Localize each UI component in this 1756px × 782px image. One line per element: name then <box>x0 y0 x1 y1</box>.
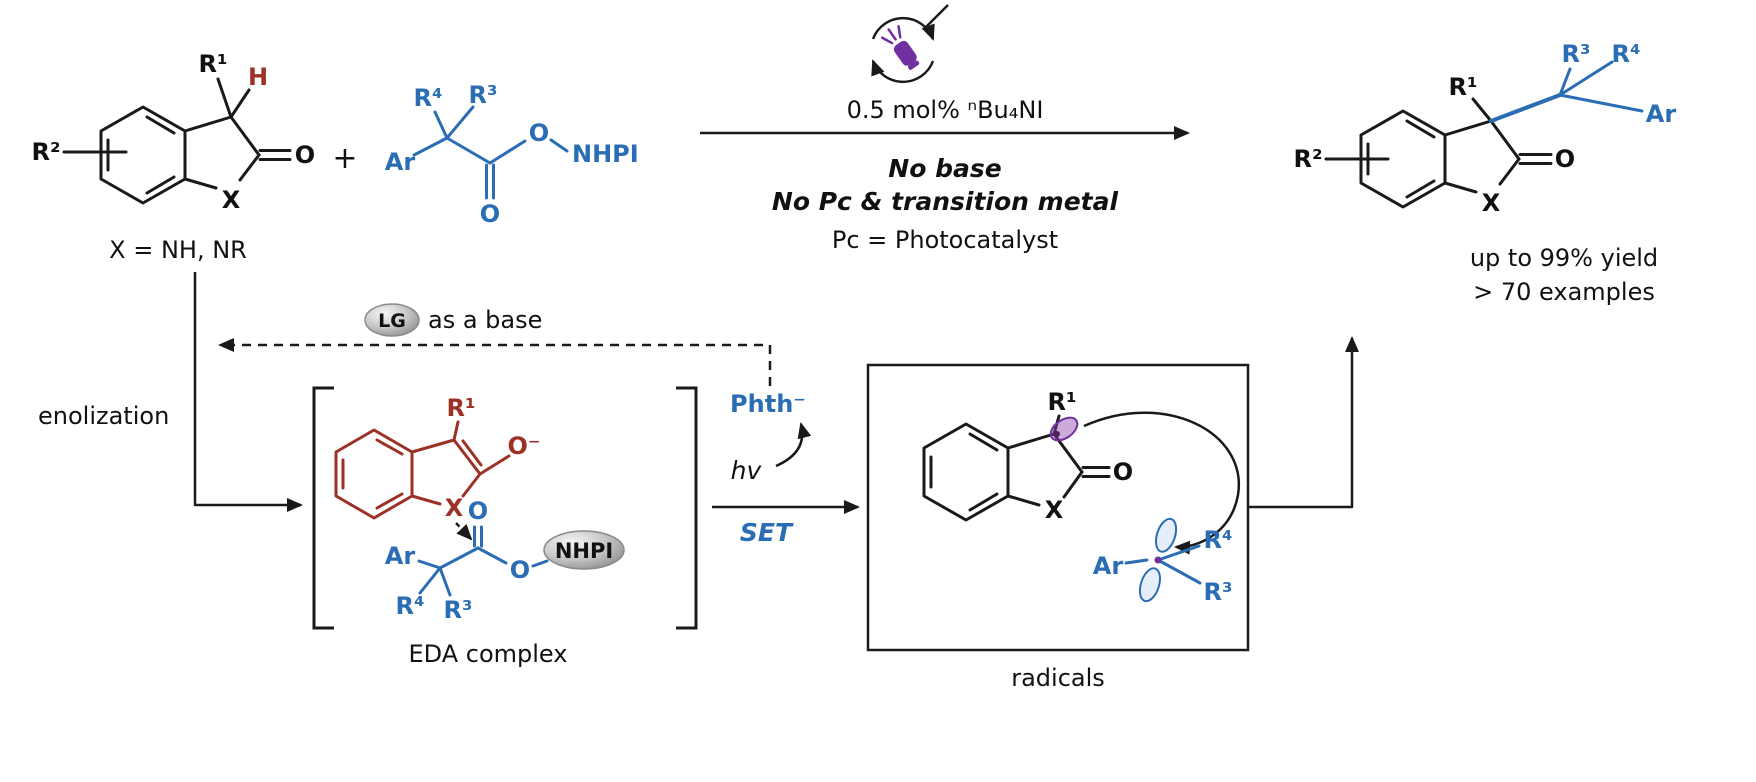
no-base-note: No base <box>888 154 1001 183</box>
right-bracket <box>676 386 698 630</box>
pc-definition: Pc = Photocatalyst <box>832 226 1058 254</box>
reactant2-r3-label: R³ <box>469 81 498 109</box>
reactant2-nhpi-label: NHPI <box>572 140 639 168</box>
eda-enolate: R¹ O⁻ X <box>334 394 541 522</box>
reactant1-o-label: O <box>295 141 315 169</box>
eda-o-minus-label: O⁻ <box>507 432 540 460</box>
no-pc-note: No Pc & transition metal <box>772 187 1119 216</box>
product-r3-label: R³ <box>1562 40 1591 68</box>
to-product-arrow <box>1248 336 1359 509</box>
product-r4-label: R⁴ <box>1612 40 1641 68</box>
phth-anion-label: Phth⁻ <box>730 390 806 418</box>
reactant2-r4-label: R⁴ <box>414 84 443 112</box>
enolization-arrow <box>193 272 303 512</box>
product-x-label: X <box>1482 189 1501 217</box>
eda-nhpi-label: NHPI <box>555 539 613 563</box>
radical-ar-label: Ar <box>1093 552 1124 580</box>
oxindole-radical: R¹ X O <box>922 388 1133 524</box>
reactant1-h-label: H <box>248 63 268 91</box>
recycle-arrow-top-icon <box>871 16 935 41</box>
eda-ar-label: Ar <box>385 542 416 570</box>
product-ar-label: Ar <box>1646 100 1677 128</box>
reactant2-ester-o-label: O <box>529 119 549 147</box>
c3-radical-electron-dot <box>1054 431 1060 437</box>
reaction-conditions: 0.5 mol% ⁿBu₄NI No base No Pc & transiti… <box>700 4 1190 254</box>
product-new-cc-bond <box>1489 93 1562 123</box>
lg-caption: as a base <box>428 306 542 334</box>
examples-text: > 70 examples <box>1473 278 1655 306</box>
catalyst-loading: 0.5 mol% ⁿBu₄NI <box>847 96 1044 124</box>
eda-benzene-ring <box>334 428 414 520</box>
reactant1-r1-label: R¹ <box>199 50 228 78</box>
radical-o-label: O <box>1113 458 1133 486</box>
radical-r4-label: R⁴ <box>1204 526 1233 554</box>
reactant2-ar-label: Ar <box>385 148 416 176</box>
set-label: SET <box>740 518 794 547</box>
enolization-step: enolization <box>38 272 303 512</box>
reactant1-x-label: X <box>222 186 241 214</box>
product-r2-label: R² <box>1294 145 1323 173</box>
reactant1-oxindole: R¹ H R² X O X = NH, NR <box>32 50 316 264</box>
reactant1-r2-label: R² <box>32 138 61 166</box>
radicals-panel: R¹ X O Ar R⁴ R³ radicals <box>866 363 1250 692</box>
lg-return-step: LG as a base <box>218 303 772 386</box>
left-bracket <box>312 386 334 630</box>
product-oxindole: R¹ R² R³ R⁴ Ar X O up to 99% yield > 70 … <box>1294 40 1677 306</box>
photocatalysis-icon <box>871 4 949 84</box>
eda-ester-o-label: O <box>510 556 530 584</box>
reactant2-nhpi-ester: R⁴ R³ Ar O O NHPI <box>385 81 639 228</box>
led-lamp-icon <box>880 24 920 70</box>
plus-sign: + <box>332 141 357 176</box>
radical-benzene-ring <box>922 422 1010 522</box>
yield-text: up to 99% yield <box>1470 244 1658 272</box>
enolization-label: enolization <box>38 402 169 430</box>
product-o-label: O <box>1555 145 1575 173</box>
lg-return-dashed-arrow <box>218 338 772 386</box>
eda-r1-label: R¹ <box>447 394 476 422</box>
radical-coupling-curved-arrow <box>1083 411 1241 555</box>
radical-x-label: X <box>1045 496 1064 524</box>
reactant1-x-definition: X = NH, NR <box>109 236 247 264</box>
recycle-arrow-bottom-icon <box>871 59 935 84</box>
set-step: Phth⁻ hv SET <box>712 390 860 547</box>
lamp-wire-line <box>925 4 949 28</box>
radical-r1-label: R¹ <box>1048 388 1077 416</box>
product-r1-label: R¹ <box>1449 73 1478 101</box>
benzylic-radical-electron-dot <box>1154 556 1162 564</box>
hv-label: hv <box>731 456 763 485</box>
lg-label: LG <box>378 310 406 332</box>
c3-radical-orbital-icon <box>1049 416 1079 442</box>
p-orbital-icon <box>1138 517 1178 603</box>
benzylic-radical: Ar R⁴ R³ <box>1093 517 1233 606</box>
eda-complex-label: EDA complex <box>409 640 568 668</box>
reactant1-benzene-ring <box>99 105 187 205</box>
charge-transfer-dashed-arrow <box>455 522 473 541</box>
eda-r3-label: R³ <box>444 596 473 624</box>
eda-r4-label: R⁴ <box>396 592 425 620</box>
eda-carbonyl-o-label: O <box>468 497 488 525</box>
eda-complex: R¹ O⁻ X O Ar R⁴ R³ O NHPI EDA complex <box>312 386 698 668</box>
lg-badge <box>364 303 420 337</box>
eda-ester: O Ar R⁴ R³ O NHPI <box>385 497 625 624</box>
nhpi-badge <box>543 530 625 570</box>
radical-r3-label: R³ <box>1204 578 1233 606</box>
eda-x-label: X <box>445 494 464 522</box>
reactant2-carbonyl-o-label: O <box>480 200 500 228</box>
phth-leaving-curved-arrow <box>775 422 812 468</box>
radicals-label: radicals <box>1011 664 1105 692</box>
